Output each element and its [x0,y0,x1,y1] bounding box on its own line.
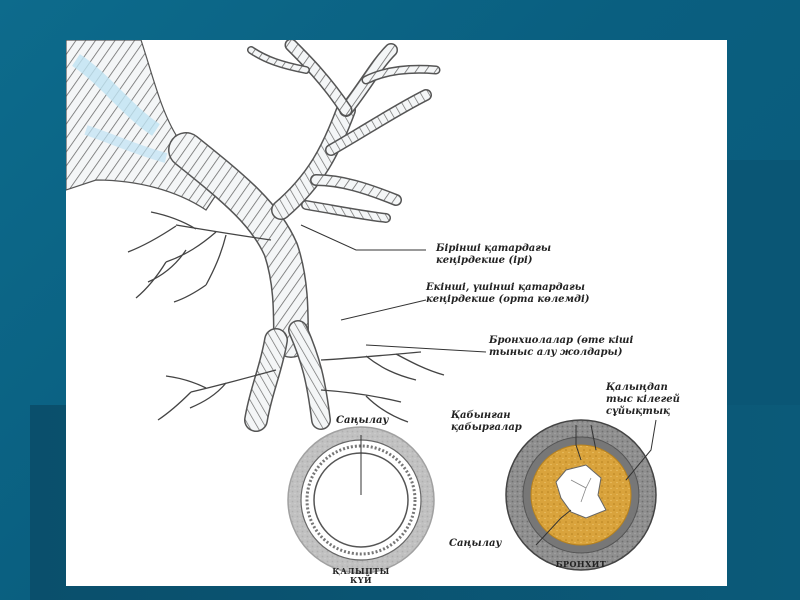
upper-branches [247,40,441,223]
label-secondary-bronchi-line1: Екінші, үшінші қатардағы [426,282,585,293]
label-bronchioles-line2: тыныс алу жолдары) [489,347,623,358]
label-thick-mucus: Қалыңдап тыс кілегей сұйықтық [606,382,680,418]
leader-lines [300,224,487,353]
caption-normal-line1: ҚАЛЫПТЫ [332,566,390,576]
caption-normal-line2: КҮЙ [349,575,373,585]
bronchial-tree-diagram [66,40,657,574]
label-primary-bronchi: Бірінші қатардағы кеңірдекше (ірі) [436,243,551,267]
label-inflamed-walls-line2: қабырғалар [451,422,522,433]
caption-normal: ҚАЛЫПТЫ КҮЙ [316,567,406,585]
slide-panel: Бірінші қатардағы кеңірдекше (ірі) Екінш… [66,40,727,586]
main-bronchus [168,132,331,432]
bronchitis-section [505,419,657,571]
left-bronchioles [127,211,277,421]
label-thick-mucus-line3: сұйықтық [606,406,671,417]
caption-bronchitis: БРОНХИТ [555,559,607,569]
label-primary-bronchi-line1: Бірінші қатардағы [436,243,552,254]
right-bronchioles [320,351,445,423]
label-lumen-bottom: Саңылау [449,538,502,549]
label-lumen-top: Саңылау [336,415,389,426]
label-secondary-bronchi: Екінші, үшінші қатардағы кеңірдекше (орт… [426,282,590,306]
normal-airway-section [287,426,435,574]
label-bronchioles: Бронхиолалар (өте кіші тыныс алу жолдары… [489,335,633,359]
label-bronchioles-line1: Бронхиолалар (өте кіші [489,335,634,346]
label-primary-bronchi-line2: кеңірдекше (ірі) [436,255,533,266]
label-inflamed-walls: Қабынған қабырғалар [451,410,522,434]
label-secondary-bronchi-line2: кеңірдекше (орта көлемді) [426,294,590,305]
label-thick-mucus-line1: Қалыңдап [606,382,668,393]
label-thick-mucus-line2: тыс кілегей [606,394,680,405]
label-inflamed-walls-line1: Қабынған [451,410,511,421]
